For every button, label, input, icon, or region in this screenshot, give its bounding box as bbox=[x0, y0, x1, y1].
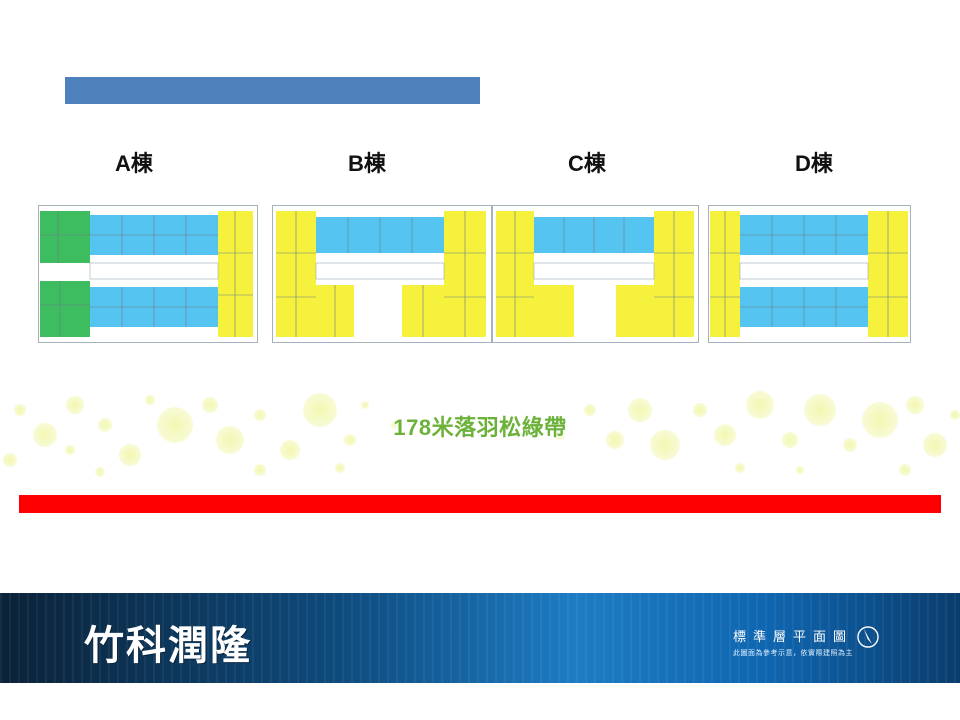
brand-logo-text: 竹科潤隆 bbox=[84, 623, 252, 669]
building-a-floor-plan bbox=[38, 205, 258, 343]
building-d-floor-plan bbox=[708, 205, 928, 343]
footer-banner: 竹科潤隆 標準層平面圖 此圖面為參考示意，依實際建照為主 bbox=[0, 593, 960, 683]
plan-disclaimer: 此圖面為參考示意，依實際建照為主 bbox=[733, 650, 853, 657]
building-b-floor-plan bbox=[272, 205, 492, 343]
north-arrow-icon bbox=[856, 625, 880, 649]
header-bar bbox=[65, 77, 480, 104]
building-a-label: A棟 bbox=[115, 151, 153, 176]
greenbelt-pattern bbox=[0, 380, 960, 485]
building-c-label: C棟 bbox=[568, 151, 606, 176]
plan-title: 標準層平面圖 bbox=[733, 629, 854, 644]
greenbelt-label: 178米落羽松綠帶 bbox=[393, 415, 567, 440]
building-b-label: B棟 bbox=[348, 151, 386, 176]
red-divider-bar bbox=[19, 495, 941, 513]
building-c-floor-plan bbox=[492, 205, 712, 343]
building-d-label: D棟 bbox=[795, 151, 833, 176]
